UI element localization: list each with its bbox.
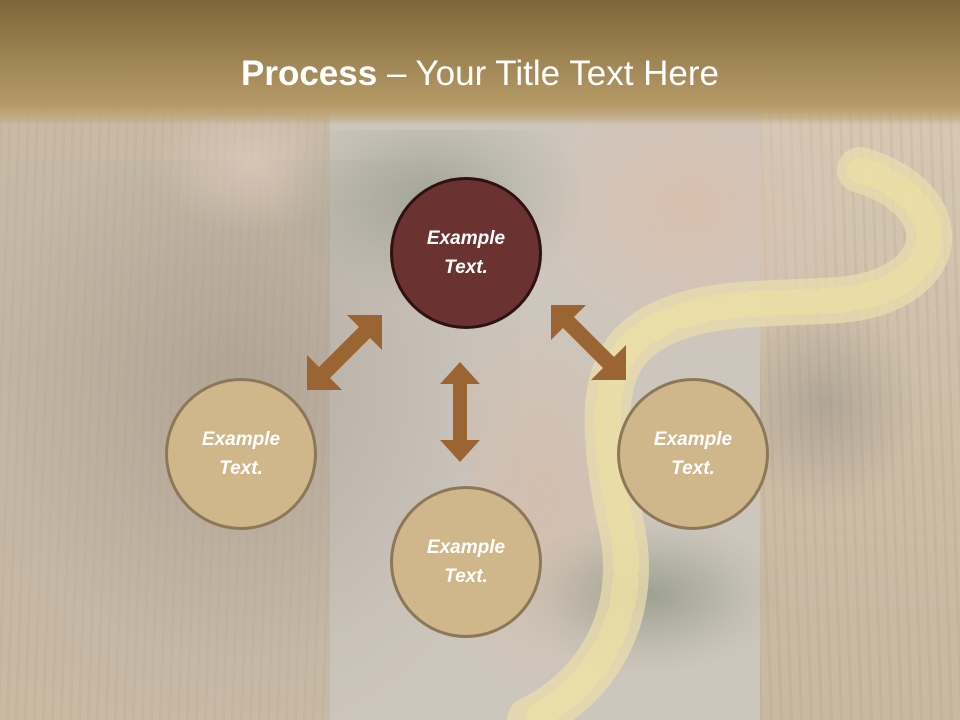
double-arrow-icon	[307, 315, 382, 390]
process-node-right[interactable]: Example Text.	[617, 378, 769, 530]
vertical-double-arrow-icon	[440, 362, 480, 462]
node-label: Example Text.	[201, 429, 281, 479]
node-label: Example Text.	[426, 537, 506, 587]
background-skin-area	[150, 115, 350, 235]
background-shadow	[760, 300, 920, 510]
background-wood-right	[760, 110, 960, 720]
node-label: Example Text.	[653, 429, 733, 479]
node-label: Example Text.	[426, 228, 506, 278]
background-leaves	[520, 520, 780, 670]
title-rest-part: – Your Title Text Here	[377, 54, 719, 93]
double-arrow-icon	[551, 305, 626, 380]
process-node-bottom[interactable]: Example Text.	[390, 486, 542, 638]
slide-title[interactable]: Process – Your Title Text Here	[0, 52, 960, 96]
process-node-left[interactable]: Example Text.	[165, 378, 317, 530]
header-band	[0, 0, 960, 125]
title-bold-part: Process	[241, 54, 378, 93]
process-node-top[interactable]: Example Text.	[390, 177, 542, 329]
